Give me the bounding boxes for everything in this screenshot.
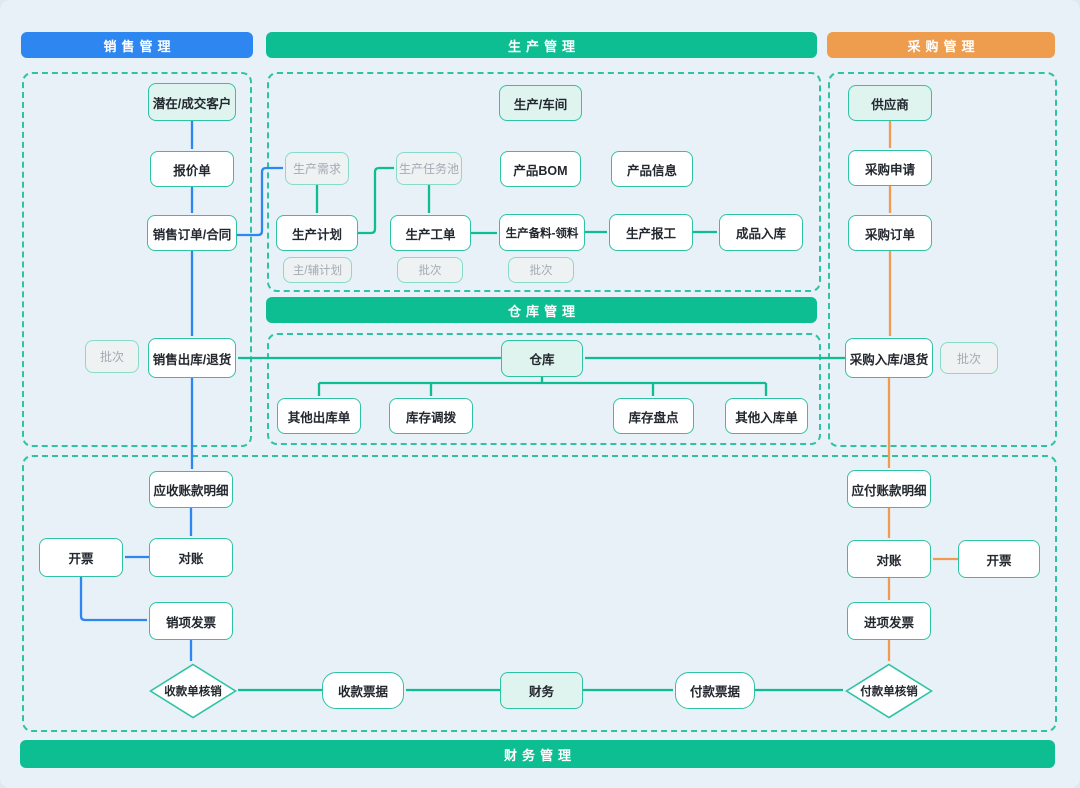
node-purchase-invoice[interactable]: 进项发票 <box>847 602 931 640</box>
node-ap-detail[interactable]: 应付账款明细 <box>847 470 931 508</box>
node-other-out[interactable]: 其他出库单 <box>277 398 361 434</box>
node-prod-plan[interactable]: 生产计划 <box>276 215 358 251</box>
header-purchase-management: 采购管理 <box>827 32 1055 58</box>
node-prod-demand[interactable]: 生产需求 <box>285 152 349 185</box>
node-customer[interactable]: 潜在/成交客户 <box>148 83 236 121</box>
node-product-info[interactable]: 产品信息 <box>611 151 693 187</box>
node-main-aux-plan[interactable]: 主/辅计划 <box>283 257 352 283</box>
node-payment-verify[interactable]: 付款单核销 <box>845 663 933 719</box>
node-batch-material[interactable]: 批次 <box>508 257 574 283</box>
node-workshop[interactable]: 生产/车间 <box>499 85 582 121</box>
node-recon-left[interactable]: 对账 <box>149 538 233 577</box>
node-quote[interactable]: 报价单 <box>150 151 234 187</box>
node-invoice-left[interactable]: 开票 <box>39 538 123 577</box>
warehouse-group-container <box>267 333 821 445</box>
node-stock-transfer[interactable]: 库存调拨 <box>389 398 473 434</box>
node-receipt-verify[interactable]: 收款单核销 <box>149 663 237 719</box>
diamond-shape <box>149 663 237 719</box>
node-purchase-in[interactable]: 采购入库/退货 <box>845 338 933 378</box>
node-material-prep[interactable]: 生产备料-领料 <box>499 214 585 251</box>
node-batch-purchase[interactable]: 批次 <box>940 342 998 374</box>
node-supplier[interactable]: 供应商 <box>848 85 932 121</box>
purchase-group-container <box>828 72 1057 447</box>
header-production-management: 生产管理 <box>266 32 817 58</box>
node-sales-out[interactable]: 销售出库/退货 <box>148 338 236 378</box>
sales-group-container <box>22 72 252 447</box>
node-purchase-order[interactable]: 采购订单 <box>848 215 932 251</box>
node-ar-detail[interactable]: 应收账款明细 <box>149 471 233 508</box>
node-product-bom[interactable]: 产品BOM <box>500 151 581 187</box>
header-sales-management: 销售管理 <box>21 32 253 58</box>
node-other-in[interactable]: 其他入库单 <box>725 398 808 434</box>
node-work-order[interactable]: 生产工单 <box>390 215 471 251</box>
node-finance-hub[interactable]: 财务 <box>500 672 583 709</box>
node-recon-right[interactable]: 对账 <box>847 540 931 578</box>
node-receipt-note[interactable]: 收款票据 <box>322 672 404 709</box>
node-warehouse[interactable]: 仓库 <box>501 340 583 377</box>
finance-group-container <box>22 455 1057 732</box>
node-sales-invoice[interactable]: 销项发票 <box>149 602 233 640</box>
node-purchase-request[interactable]: 采购申请 <box>848 150 932 186</box>
diamond-shape <box>845 663 933 719</box>
node-invoice-right[interactable]: 开票 <box>958 540 1040 578</box>
node-stock-check[interactable]: 库存盘点 <box>613 398 694 434</box>
node-batch-sales[interactable]: 批次 <box>85 340 139 373</box>
node-batch-workorder[interactable]: 批次 <box>397 257 463 283</box>
node-finished-in[interactable]: 成品入库 <box>719 214 803 251</box>
header-finance-management: 财务管理 <box>20 740 1055 768</box>
node-task-pool[interactable]: 生产任务池 <box>396 152 462 185</box>
header-warehouse-management: 仓库管理 <box>266 297 817 323</box>
node-sales-order[interactable]: 销售订单/合同 <box>147 215 237 251</box>
node-payment-note[interactable]: 付款票据 <box>675 672 755 709</box>
node-prod-report[interactable]: 生产报工 <box>609 214 693 251</box>
